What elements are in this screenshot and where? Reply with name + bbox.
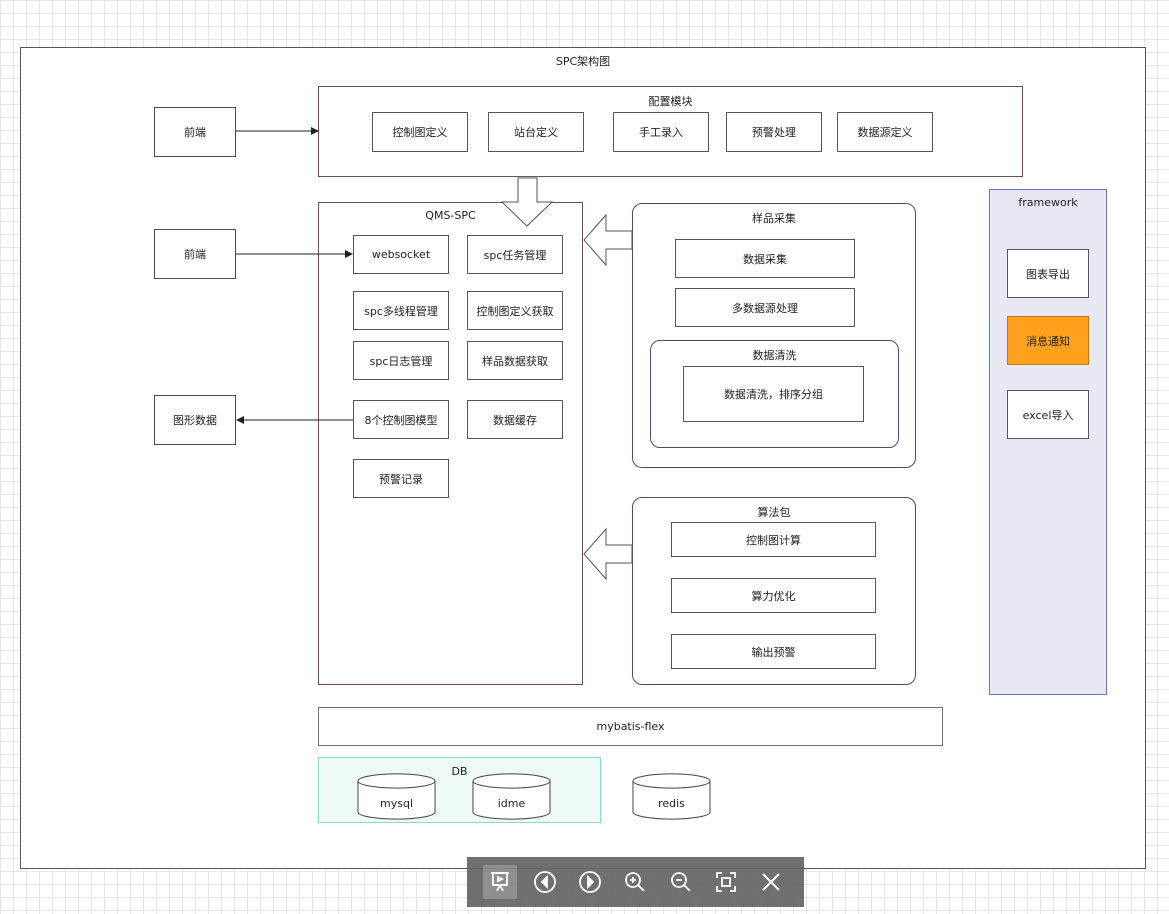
framework-item-chart-export[interactable]: 图表导出 bbox=[1007, 249, 1089, 298]
config-item-station-definition[interactable]: 站台定义 bbox=[488, 112, 584, 152]
qms-item-alert-record[interactable]: 预警记录 bbox=[353, 459, 449, 498]
algorithm-title: 算法包 bbox=[757, 506, 791, 519]
diagram-title: SPC架构图 bbox=[555, 55, 611, 68]
close-icon[interactable] bbox=[754, 865, 788, 899]
graph-data-box[interactable]: 图形数据 bbox=[154, 395, 236, 445]
qms-item-websocket[interactable]: websocket bbox=[353, 235, 449, 274]
present-icon[interactable] bbox=[482, 865, 517, 899]
data-cleaning-title: 数据清洗 bbox=[752, 349, 797, 362]
next-icon[interactable] bbox=[573, 865, 607, 899]
algorithm-item-alert-output[interactable]: 输出预警 bbox=[671, 634, 876, 669]
zoom-out-icon[interactable] bbox=[664, 865, 698, 899]
qms-spc-title: QMS-SPC bbox=[425, 209, 476, 222]
redis-label: redis bbox=[658, 797, 685, 810]
data-cleaning-item[interactable]: 数据清洗，排序分组 bbox=[683, 366, 864, 422]
sample-item-multi-datasource[interactable]: 多数据源处理 bbox=[675, 288, 855, 327]
db-title: DB bbox=[451, 765, 468, 778]
qms-item-task-management[interactable]: spc任务管理 bbox=[467, 235, 563, 274]
config-module-title: 配置模块 bbox=[648, 95, 693, 108]
config-item-chart-definition[interactable]: 控制图定义 bbox=[372, 112, 468, 152]
framework-item-message-notification[interactable]: 消息通知 bbox=[1007, 316, 1089, 365]
algorithm-item-compute-optimization[interactable]: 算力优化 bbox=[671, 578, 876, 613]
qms-item-data-cache[interactable]: 数据缓存 bbox=[467, 400, 563, 439]
qms-item-thread-management[interactable]: spc多线程管理 bbox=[353, 291, 449, 330]
previous-icon[interactable] bbox=[528, 865, 562, 899]
config-item-alert-handling[interactable]: 预警处理 bbox=[726, 112, 822, 152]
config-item-manual-entry[interactable]: 手工录入 bbox=[613, 112, 709, 152]
qms-item-log-management[interactable]: spc日志管理 bbox=[353, 341, 449, 380]
sample-collection-title: 样品采集 bbox=[752, 212, 796, 225]
mysql-cylinder[interactable]: mysql bbox=[357, 773, 436, 820]
config-item-datasource-definition[interactable]: 数据源定义 bbox=[837, 112, 933, 152]
orm-layer-box[interactable]: mybatis-flex bbox=[318, 707, 943, 746]
frontend-box[interactable]: 前端 bbox=[154, 107, 236, 157]
algorithm-item-chart-calculation[interactable]: 控制图计算 bbox=[671, 522, 876, 557]
framework-title: framework bbox=[1018, 196, 1078, 209]
mysql-label: mysql bbox=[380, 797, 413, 810]
qms-item-chart-models[interactable]: 8个控制图模型 bbox=[353, 400, 449, 439]
frontend-box-2[interactable]: 前端 bbox=[154, 229, 236, 279]
fit-icon[interactable] bbox=[709, 865, 743, 899]
idme-label: idme bbox=[497, 797, 526, 810]
redis-cylinder[interactable]: redis bbox=[632, 773, 711, 820]
qms-spc-group[interactable]: QMS-SPC bbox=[318, 202, 583, 685]
qms-item-sample-data-fetch[interactable]: 样品数据获取 bbox=[467, 341, 563, 380]
sample-item-data-collection[interactable]: 数据采集 bbox=[675, 239, 855, 278]
zoom-in-icon[interactable] bbox=[618, 865, 652, 899]
framework-item-excel-import[interactable]: excel导入 bbox=[1007, 390, 1089, 439]
idme-cylinder[interactable]: idme bbox=[472, 773, 551, 820]
viewer-toolbar bbox=[467, 857, 804, 907]
qms-item-chart-definition-fetch[interactable]: 控制图定义获取 bbox=[467, 291, 563, 330]
